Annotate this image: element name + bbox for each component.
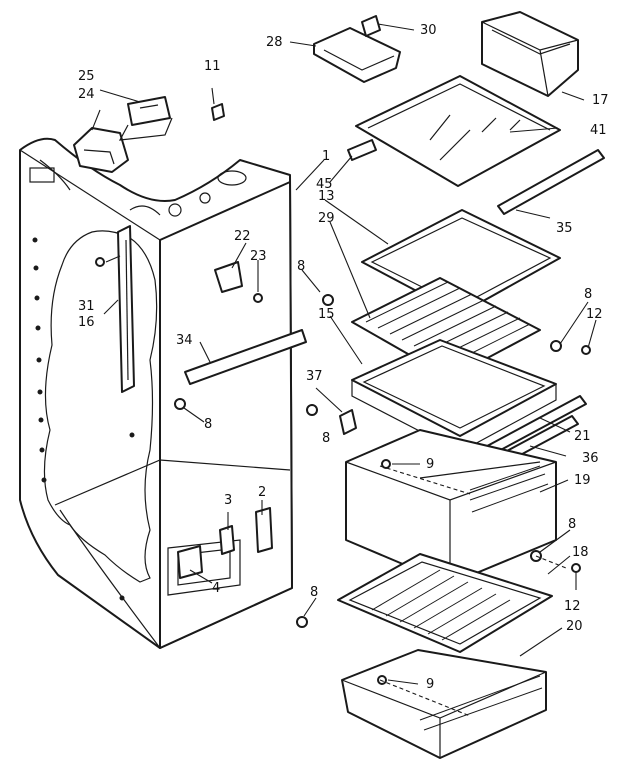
- callout-20: 20: [566, 619, 583, 634]
- clip-8-top: [322, 294, 334, 306]
- callout-45: 45: [316, 177, 333, 192]
- clip-8-mid: [306, 404, 318, 416]
- part-11: [211, 103, 225, 121]
- screw-31: [95, 257, 105, 267]
- callout-3: 3: [224, 493, 232, 508]
- trim-35: [497, 149, 605, 215]
- clip-8-r1: [550, 340, 562, 352]
- callout-12a: 12: [586, 307, 603, 322]
- callout-1: 1: [322, 149, 330, 164]
- trim-45: [347, 139, 377, 161]
- callout-12b: 12: [564, 599, 581, 614]
- part-3: [219, 525, 235, 555]
- callout-36: 36: [582, 451, 599, 466]
- callout-2: 2: [258, 485, 266, 500]
- bracket-22: [214, 261, 243, 293]
- callout-37: 37: [306, 369, 323, 384]
- part-2: [255, 507, 273, 553]
- callout-8d: 8: [322, 431, 330, 446]
- screw-9-upper: [381, 459, 391, 469]
- screw-12-r2: [571, 563, 581, 573]
- glass-shelf-41: [355, 75, 561, 187]
- callout-19: 19: [574, 473, 591, 488]
- control-housing: [73, 96, 173, 173]
- cabinet-liner: [19, 137, 293, 649]
- callout-9b: 9: [426, 677, 434, 692]
- clip-8-lower: [296, 616, 308, 628]
- callout-8f: 8: [310, 585, 318, 600]
- rail-34: [184, 329, 307, 385]
- clip-8-left: [174, 398, 186, 410]
- callout-8b: 8: [204, 417, 212, 432]
- callout-22: 22: [234, 229, 251, 244]
- callout-41: 41: [590, 123, 607, 138]
- screw-9-lower: [377, 675, 387, 685]
- bracket-37: [339, 409, 357, 435]
- part-4: [177, 545, 203, 579]
- callouts: 1 2 3 4 8 8 8 8 8 8 9 9 11 12 12 13 15 1…: [78, 23, 609, 692]
- callout-13: 13: [318, 189, 335, 204]
- bracket-28: [313, 15, 401, 83]
- callout-34: 34: [176, 333, 193, 348]
- callout-16: 16: [78, 315, 95, 330]
- callout-15: 15: [318, 307, 335, 322]
- callout-23: 23: [250, 249, 267, 264]
- bin-17: [481, 11, 579, 97]
- callout-9a: 9: [426, 457, 434, 472]
- cover-shelf-20: [337, 553, 553, 653]
- lower-drawer: [341, 649, 547, 759]
- callout-8a: 8: [297, 259, 305, 274]
- callout-4: 4: [212, 581, 220, 596]
- callout-8e: 8: [568, 517, 576, 532]
- callout-21: 21: [574, 429, 591, 444]
- callout-18: 18: [572, 545, 589, 560]
- callout-29: 29: [318, 211, 335, 226]
- screw-23: [253, 293, 263, 303]
- crisper-drawer-19: [345, 429, 557, 585]
- liner-holes: [32, 237, 135, 601]
- callout-17: 17: [592, 93, 609, 108]
- callout-8c: 8: [584, 287, 592, 302]
- callout-24: 24: [78, 87, 95, 102]
- callout-25: 25: [78, 69, 95, 84]
- callout-11: 11: [204, 59, 221, 74]
- callout-28: 28: [266, 35, 283, 50]
- leader-lines: [91, 23, 597, 717]
- callout-31: 31: [78, 299, 95, 314]
- callout-35: 35: [556, 221, 573, 236]
- callout-30: 30: [420, 23, 437, 38]
